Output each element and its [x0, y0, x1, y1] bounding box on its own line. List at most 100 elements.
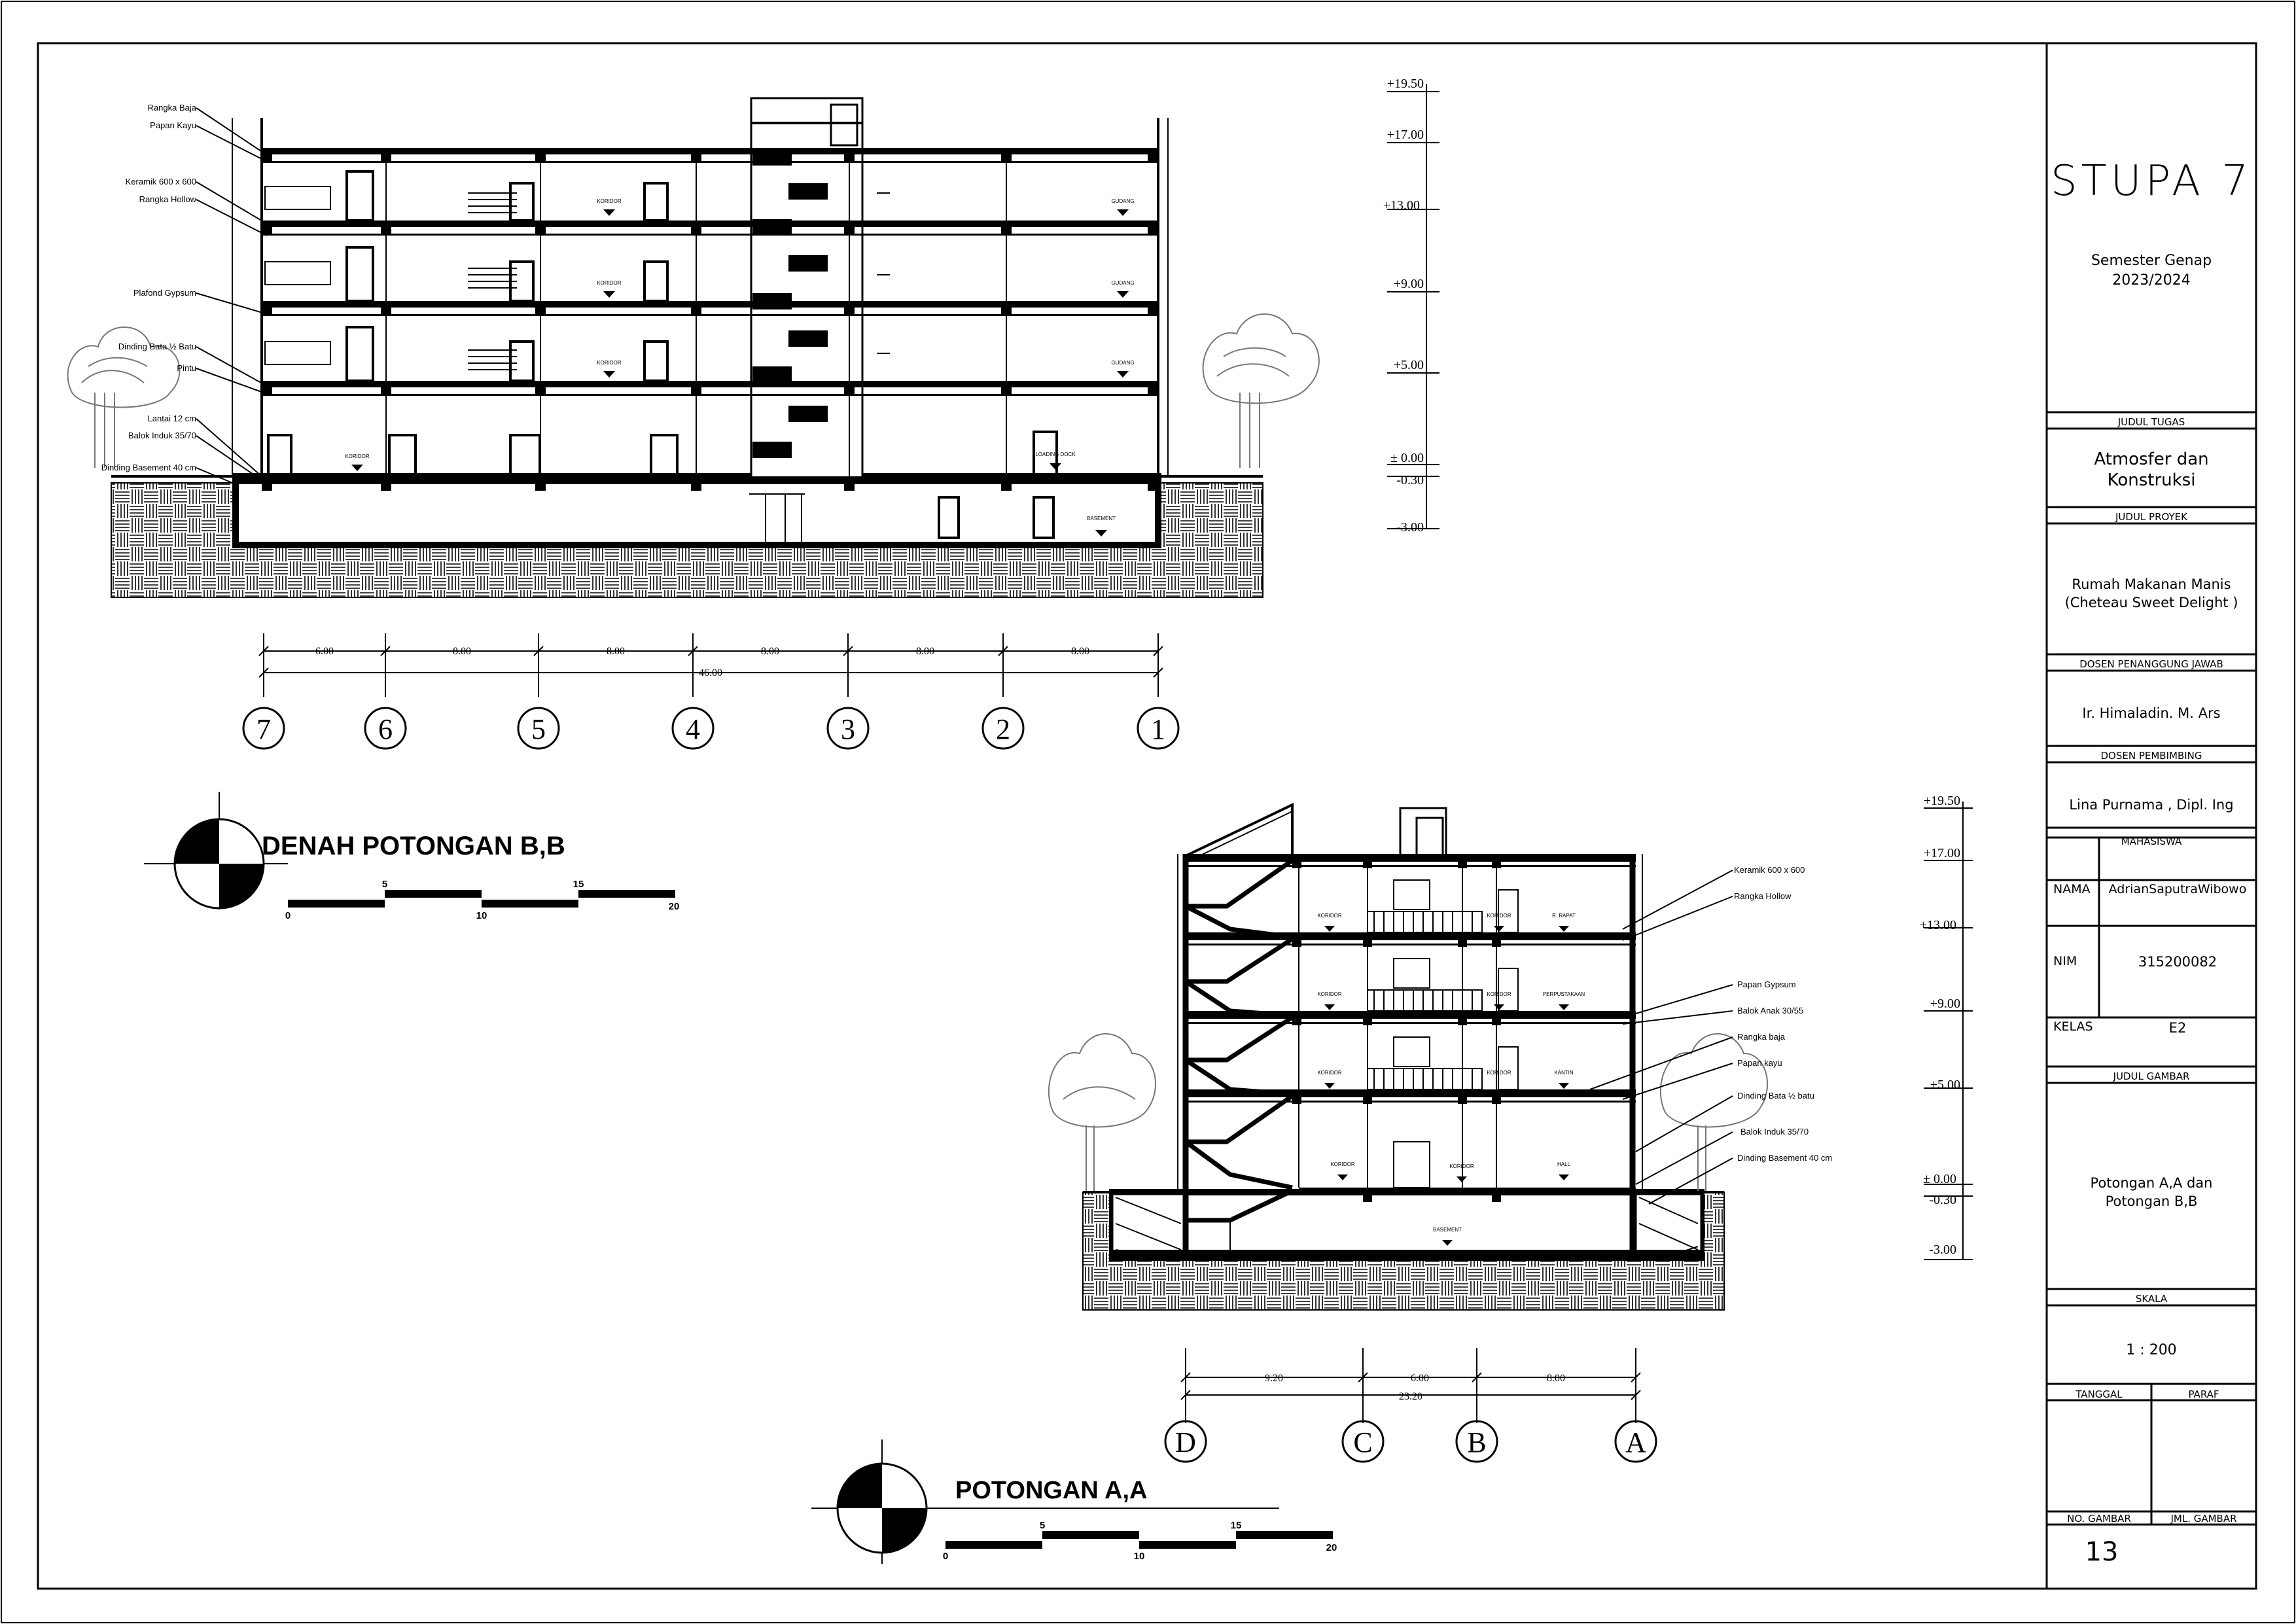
elevation-label: ± 0.00 [1390, 451, 1424, 465]
grid-label: 3 [841, 713, 855, 745]
elevation-label: +19.50 [1924, 794, 1960, 808]
paraf-label: PARAF [2188, 1388, 2219, 1400]
scale-tick: 0 [285, 910, 291, 921]
judul-gambar-line1: Potongan A,A dan [2091, 1175, 2213, 1191]
header-mahasiswa: MAHASISWA [2121, 836, 2182, 847]
elevation-label: -3.00 [1396, 520, 1424, 535]
dosen-pj: Ir. Himaladin. M. Ars [2082, 705, 2220, 721]
room-tag: KANTIN [1554, 1070, 1574, 1076]
scale-tick: 5 [382, 879, 387, 890]
room-tag: GUDANG [1111, 360, 1134, 366]
annotation-label: Balok Induk 35/70 [1740, 1127, 1809, 1137]
elevation-label: +19.50 [1387, 77, 1424, 91]
span-dimension: 8.00 [1071, 646, 1089, 657]
room-tag: BASEMENT [1087, 516, 1116, 521]
annotation-label: Balok Anak 30/55 [1737, 1006, 1803, 1015]
room-tag: KORIDOR [597, 360, 622, 366]
room-tag: KORIDOR [1330, 1161, 1355, 1167]
annotation-label: Pintu [177, 363, 196, 373]
header-judul-gambar: JUDUL GAMBAR [2113, 1070, 2190, 1082]
scale-tick: 20 [669, 901, 680, 912]
grid-label: 5 [531, 713, 546, 745]
annotation-label: Dinding Bata ½ batu [1737, 1091, 1814, 1101]
elevation-label: -0.30 [1929, 1193, 1956, 1207]
tree-aa-left [1048, 1033, 1156, 1191]
jml-gambar-label: JML. GAMBAR [2170, 1513, 2236, 1525]
elevation-label: -0.30 [1396, 473, 1424, 487]
room-tag: KORIDOR [597, 198, 622, 204]
room-tag: LOADING DOCK [1035, 451, 1076, 457]
judul-tugas-line1: Atmosfer dan [2094, 450, 2208, 469]
span-dimension: 6.00 [315, 646, 334, 657]
nama-label: NAMA [2053, 882, 2091, 896]
header-skala: SKALA [2136, 1293, 2168, 1305]
annotation-label: Balok Induk 35/70 [128, 431, 196, 440]
room-tag: KORIDOR [1487, 1070, 1511, 1076]
section-symbol-bb [144, 792, 288, 909]
room-tag: KORIDOR [1449, 1163, 1474, 1169]
annotation-label: Rangka baja [1737, 1032, 1786, 1042]
span-dimension: 6.00 [1411, 1373, 1429, 1384]
scale-bar-aa [945, 1531, 1333, 1549]
annotation-label: Lantai 12 cm [148, 414, 196, 423]
grid-label: C [1353, 1426, 1372, 1458]
header-dosen-pembimbing: DOSEN PEMBIMBING [2100, 750, 2202, 762]
no-gambar-value: 13 [2085, 1537, 2119, 1567]
inner-frame [37, 42, 2257, 1590]
scale-tick: 10 [476, 910, 487, 921]
annotation-label: Dinding Basement 40 cm [101, 463, 196, 472]
span-dimension: 8.00 [761, 646, 779, 657]
annotation-label: Dinding Bata ½ Batu [118, 342, 196, 351]
grid-label: A [1625, 1426, 1646, 1458]
header-judul-tugas: JUDUL TUGAS [2117, 416, 2185, 428]
elevation-label: -3.00 [1929, 1243, 1956, 1257]
room-tag: KORIDOR [345, 453, 370, 459]
section-title-aa: POTONGAN A,A [955, 1477, 1147, 1504]
elevation-label: ± 0.00 [1923, 1172, 1956, 1186]
room-tag: GUDANG [1111, 198, 1134, 204]
elevation-label: +13.00 [1920, 918, 1956, 932]
scale-tick: 15 [1231, 1520, 1242, 1531]
grid-label: 6 [378, 713, 393, 745]
room-tag: KORIDOR [1317, 991, 1342, 997]
annotation-label: Keramik 600 x 600 [1734, 865, 1805, 875]
elevation-label: +5.00 [1394, 358, 1424, 372]
semester-text: Semester Genap [2091, 253, 2212, 269]
scale-tick: 0 [943, 1551, 948, 1562]
judul-proyek-line1: Rumah Makanan Manis [2072, 576, 2231, 592]
room-tag: R. RAPAT [1552, 913, 1576, 919]
span-dimension: 8.00 [453, 646, 471, 657]
judul-gambar-line2: Potongan B,B [2106, 1193, 2198, 1209]
judul-proyek-line2: (Cheteau Sweet Delight ) [2065, 595, 2238, 610]
section-title-bb: DENAH POTONGAN B,B [262, 832, 565, 860]
tanggal-label: TANGGAL [2075, 1388, 2123, 1400]
elevation-label: +5.00 [1930, 1078, 1960, 1092]
annotation-label: Rangka Hollow [139, 194, 197, 204]
annotation-label: Rangka Baja [148, 103, 197, 113]
scale-bar-bb [288, 890, 675, 908]
header-judul-proyek: JUDUL PROYEK [2115, 511, 2188, 523]
span-dimension: 8.00 [1547, 1373, 1565, 1384]
room-tag: BASEMENT [1433, 1227, 1462, 1233]
span-dimension: 8.00 [916, 646, 934, 657]
scale-tick: 5 [1040, 1520, 1045, 1531]
grid-label: 7 [256, 713, 271, 745]
elevation-label: +9.00 [1394, 277, 1424, 291]
elevation-label: +9.00 [1930, 997, 1960, 1011]
elevation-label: +17.00 [1387, 128, 1424, 142]
grid-label: 4 [686, 713, 700, 745]
judul-tugas-line2: Konstruksi [2108, 470, 2196, 490]
room-tag: HALL [1557, 1161, 1571, 1167]
span-dimension: 8.00 [607, 646, 625, 657]
nama-value: AdrianSaputraWibowo [2109, 882, 2247, 896]
year-text: 2023/2024 [2112, 272, 2190, 289]
dosen-pembimbing: Lina Purnama , Dipl. Ing [2069, 797, 2233, 813]
header-dosen-pj: DOSEN PENANGGUNG JAWAB [2079, 658, 2223, 670]
grid-label: B [1467, 1426, 1486, 1458]
section-bb-drawing: KORIDOR KORIDOR KORIDOR KORIDOR GUDANG G… [67, 77, 1439, 921]
scale-tick: 20 [1326, 1542, 1337, 1553]
grid-label: 1 [1151, 713, 1165, 745]
scale-tick: 15 [573, 879, 584, 890]
annotation-label: Papan kayu [1737, 1058, 1782, 1068]
